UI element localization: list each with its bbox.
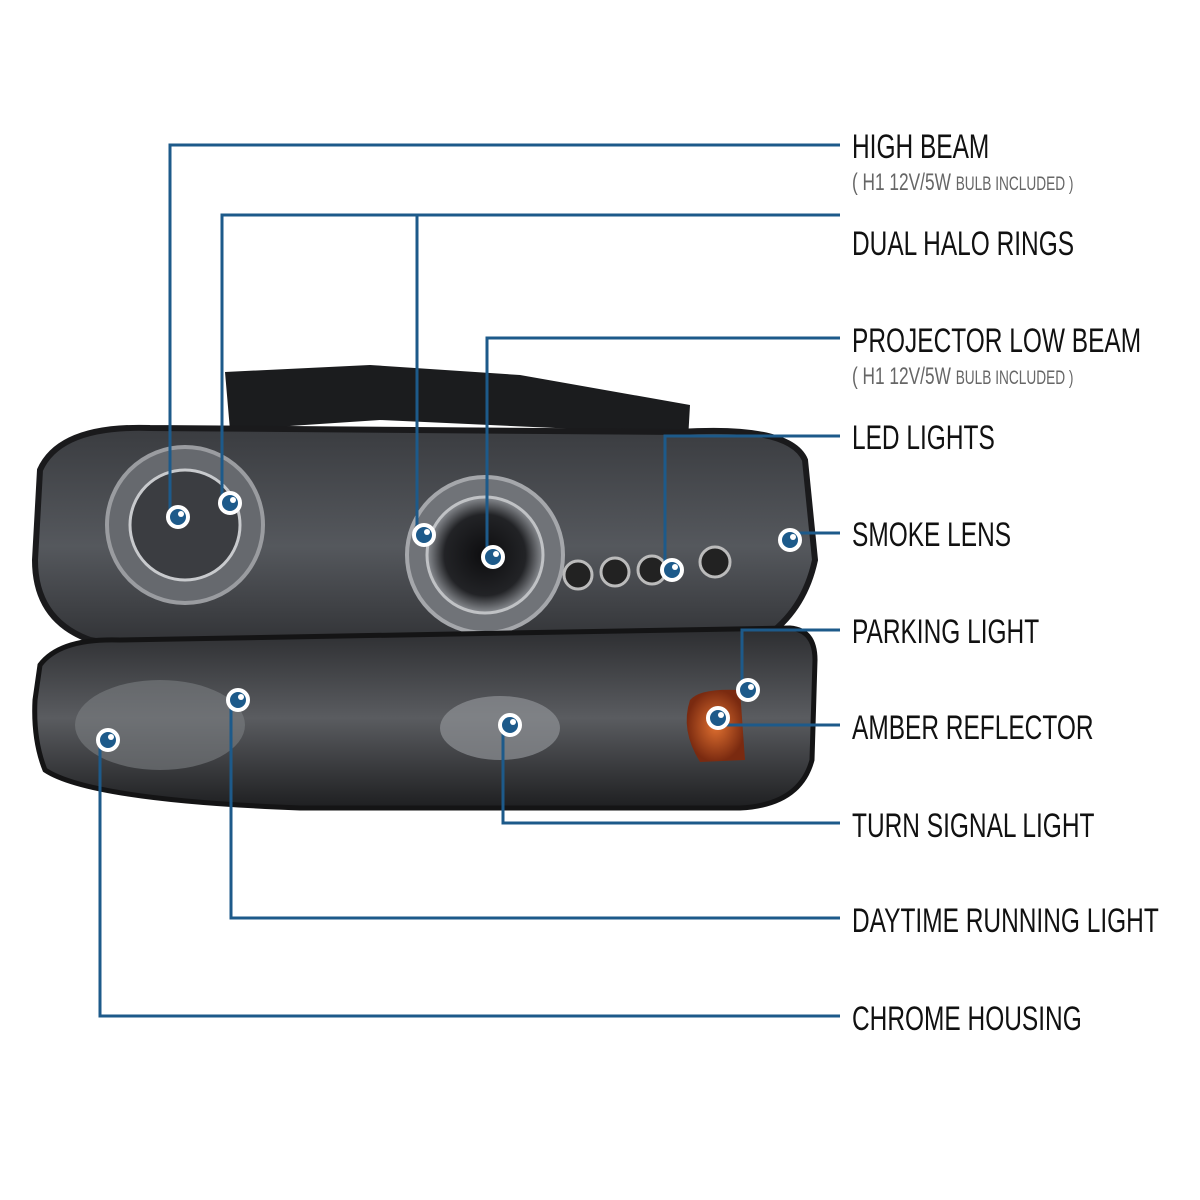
label-dual-halo-rings: DUAL HALO RINGS	[852, 225, 1074, 263]
callout-dot-highlight	[178, 511, 184, 517]
callout-dot	[166, 505, 190, 529]
callout-dot-highlight	[718, 712, 724, 718]
callout-dot	[96, 728, 120, 752]
callout-dot-highlight	[493, 551, 499, 557]
line-turn-signal	[501, 732, 840, 825]
sublabel-high-beam: ( H1 12V/5W BULB INCLUDED )	[852, 169, 1073, 195]
label-high-beam: HIGH BEAM	[852, 128, 989, 166]
line-chrome	[98, 747, 840, 1018]
callout-lines	[98, 143, 840, 1018]
line-led	[663, 434, 840, 563]
callout-dot-highlight	[424, 529, 430, 535]
callout-dots	[96, 491, 802, 752]
callout-dot	[498, 713, 522, 737]
label-daytime-running-light: DAYTIME RUNNING LIGHT	[852, 902, 1159, 940]
callout-dot-highlight	[748, 684, 754, 690]
line-projector	[485, 336, 840, 550]
callout-dot-highlight	[790, 534, 796, 540]
label-amber-reflector: AMBER REFLECTOR	[852, 709, 1094, 747]
callout-dot	[706, 706, 730, 730]
callout-dot-highlight	[510, 719, 516, 725]
headlight-image	[31, 365, 819, 811]
callout-dot	[736, 678, 760, 702]
line-dual-halo-1	[220, 213, 840, 497]
led-cluster	[562, 545, 732, 591]
label-projector-low-beam: PROJECTOR LOW BEAM	[852, 322, 1141, 360]
callout-labels: HIGH BEAM ( H1 12V/5W BULB INCLUDED ) DU…	[852, 128, 1159, 1038]
label-parking-light: PARKING LIGHT	[852, 613, 1039, 651]
callout-dot	[226, 688, 250, 712]
line-high-beam	[168, 143, 840, 510]
drl-reflector	[75, 680, 245, 770]
label-smoke-lens: SMOKE LENS	[852, 516, 1011, 554]
callout-dot	[218, 491, 242, 515]
line-parking	[740, 628, 840, 683]
callout-dot-highlight	[672, 564, 678, 570]
label-chrome-housing: CHROME HOUSING	[852, 1000, 1082, 1038]
callout-dot	[481, 545, 505, 569]
line-drl	[229, 707, 840, 920]
callout-dot-highlight	[230, 497, 236, 503]
callout-dot	[660, 558, 684, 582]
callout-dot	[778, 528, 802, 552]
callout-dot-highlight	[238, 694, 244, 700]
callout-dot	[412, 523, 436, 547]
rear-housing	[225, 365, 690, 440]
label-turn-signal-light: TURN SIGNAL LIGHT	[852, 807, 1094, 845]
sublabel-projector-low-beam: ( H1 12V/5W BULB INCLUDED )	[852, 363, 1073, 389]
label-led-lights: LED LIGHTS	[852, 419, 995, 457]
callout-dot-highlight	[108, 734, 114, 740]
